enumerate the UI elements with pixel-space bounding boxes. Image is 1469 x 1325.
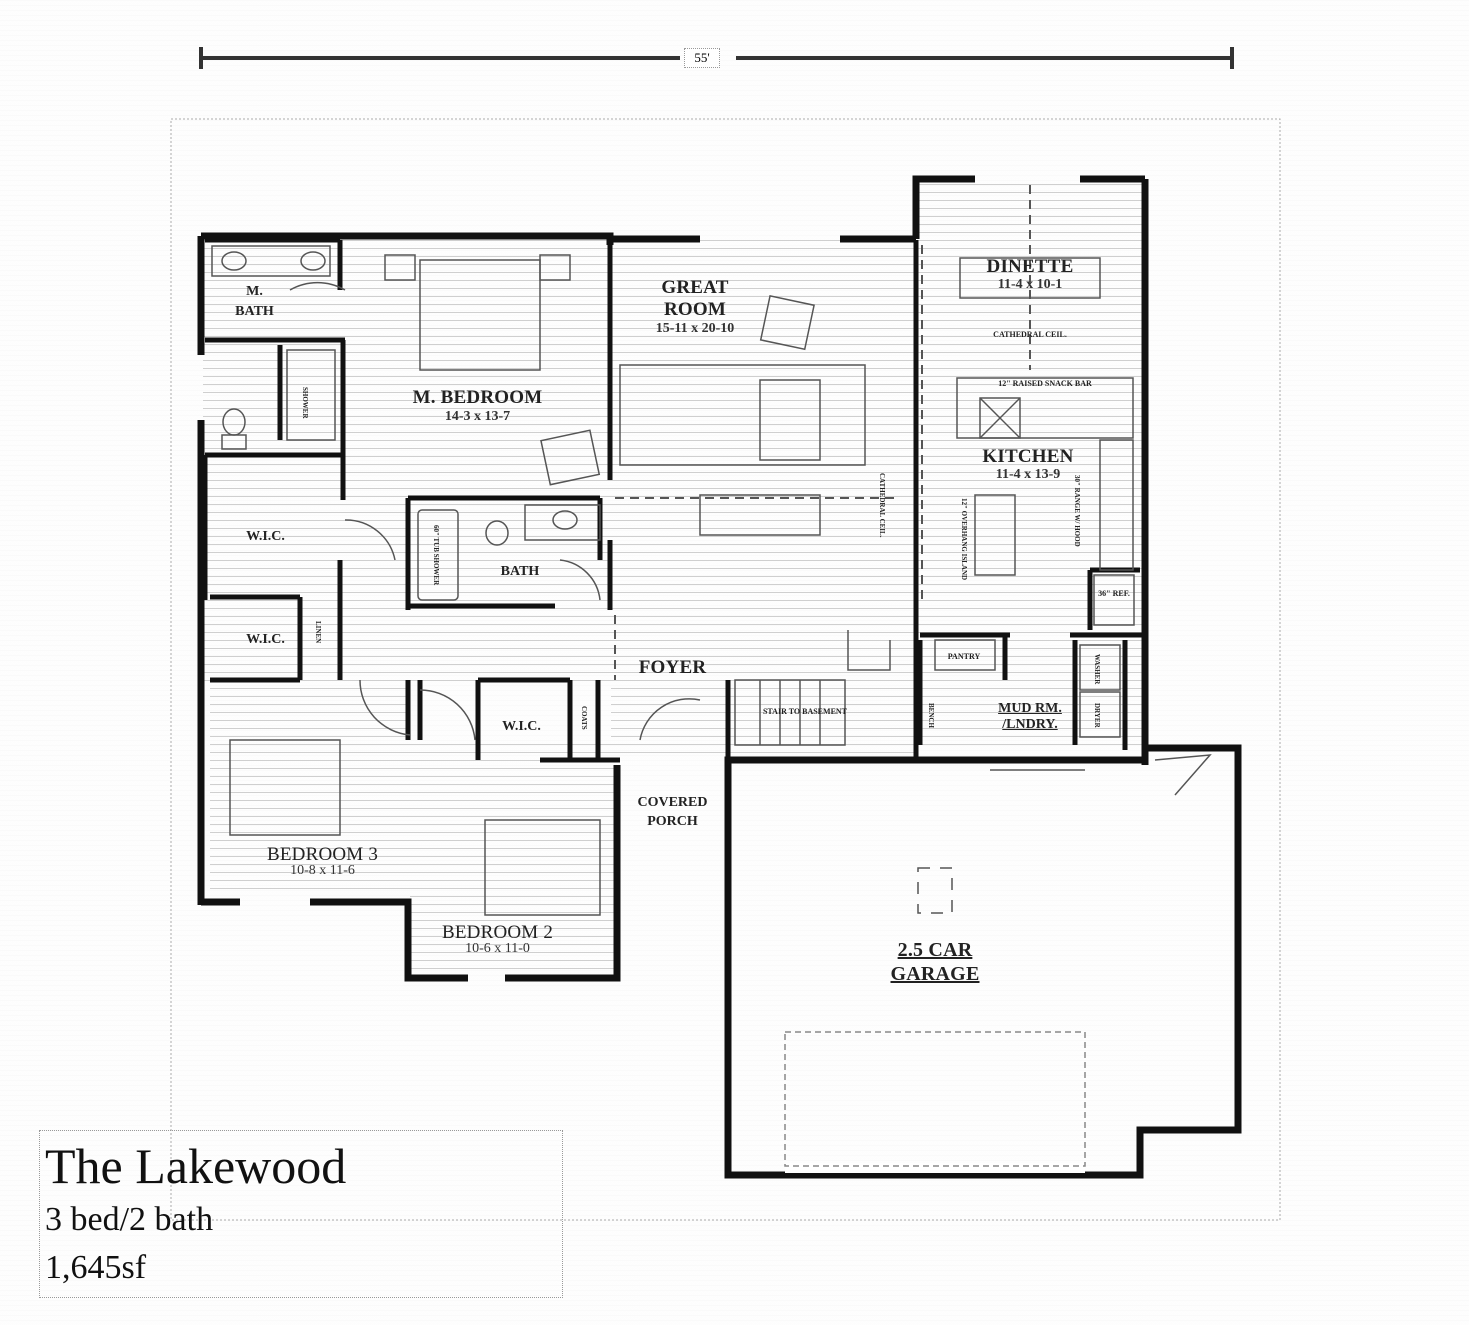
kitchen-label: KITCHEN 11-4 x 13-9 [982,446,1074,482]
washer-label: WASHER [1093,654,1101,685]
fixtures [211,245,1212,916]
scale-bar [199,47,1234,69]
master-bedroom-label: M. BEDROOM 14-3 x 13-7 [412,387,543,424]
interior-walls [202,237,1145,763]
wic-2-label: W.I.C. [246,632,285,647]
tub-label: 60" TUB SHOWER [432,524,440,586]
range-label: 30" RANGE W/ HOOD [1073,475,1081,547]
foyer-label: FOYER [638,657,707,678]
linen-label: LINEN [314,621,322,644]
pantry-label: PANTRY [947,652,981,661]
wic-1-label: W.I.C. [246,529,285,544]
exterior-walls [197,175,1242,1179]
bench-label: BENCH [927,702,935,728]
fridge-label: 36" REF. [1098,589,1130,598]
wic-3-label: W.I.C. [502,719,541,734]
covered-porch-label: COVERED PORCH [637,795,708,829]
bedroom-2-label: BEDROOM 2 10-6 x 11-0 [441,922,554,956]
bedroom-3-label: BEDROOM 3 10-8 x 11-6 [266,844,379,878]
plan-name: The Lakewood [45,1138,347,1194]
plan-area: 1,645sf [45,1249,147,1286]
dinette-label: DINETTE 11-4 x 10-1 [986,256,1074,292]
dryer-label: DRYER [1093,703,1101,728]
great-room-label: GREAT ROOM 15-11 x 20-10 [655,277,735,336]
plan-info-box: The Lakewood 3 bed/2 bath 1,645sf [39,1130,563,1298]
stairs-label: STAIR TO BASEMENT [762,707,848,716]
cathedral-ceil-great-room: CATHEDRAL CEIL. [878,472,886,538]
scale-label: 55' [684,48,720,68]
mud-room-label: MUD RM. /LNDRY. [998,701,1062,732]
cathedral-ceil-dinette: CATHEDRAL CEIL. [993,330,1067,339]
coats-label: COATS [580,705,588,730]
plan-beds-baths: 3 bed/2 bath [45,1201,214,1238]
master-bath-label: M. BATH [235,284,274,319]
shower-label: SHOWER [301,386,309,419]
bath-label: BATH [500,564,540,579]
island-label: 12" OVERHANG ISLAND [960,498,968,581]
garage-label: 2.5 CAR GARAGE [890,939,980,985]
snack-bar-label: 12" RAISED SNACK BAR [998,379,1092,388]
